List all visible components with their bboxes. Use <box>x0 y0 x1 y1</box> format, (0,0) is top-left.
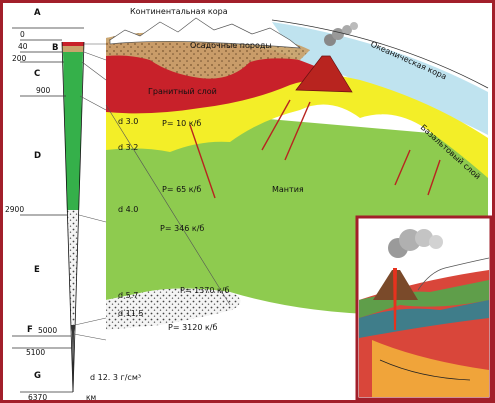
pressure-label: P= 10 к/б <box>162 119 201 128</box>
zone-letter: G <box>34 371 41 381</box>
sedimentary-label: Осадочные породы <box>190 41 272 50</box>
depth-value: 40 <box>18 42 28 51</box>
density-label: d 3.2 <box>118 143 138 152</box>
continental-crust-label: Континентальная кора <box>130 7 228 16</box>
depth-value: 5000 <box>38 326 57 335</box>
zone-letter: B <box>52 43 58 53</box>
zone-letter: A <box>34 8 41 18</box>
zone-letter: D <box>34 151 41 161</box>
pressure-label: P= 1370 к/б <box>180 286 230 295</box>
pressure-label: P= 3120 к/б <box>168 323 218 332</box>
zone-letter: C <box>34 69 40 79</box>
volcano-cross-section-icon <box>357 217 491 399</box>
depth-value: 6370 <box>28 393 47 402</box>
depth-value: 2900 <box>5 205 24 214</box>
depth-value: 5100 <box>26 348 45 357</box>
density-label: d 11.5 <box>118 309 143 318</box>
depth-value: 900 <box>36 86 51 95</box>
pressure-label: P= 346 к/б <box>160 224 204 233</box>
depth-value: 0 <box>20 30 25 39</box>
mantle-label: Мантия <box>272 185 304 194</box>
density-label: d 3.0 <box>118 117 138 126</box>
density-label: d 4.0 <box>118 205 138 214</box>
depth-value: 200 <box>12 54 27 63</box>
density-label: d 12. 3 г/см³ <box>90 373 141 382</box>
depth-unit: км <box>86 393 96 402</box>
density-label: d 5.7 <box>118 291 138 300</box>
zone-letter: E <box>34 265 40 275</box>
zone-letter: F <box>27 325 33 335</box>
granite-label: Гранитный слой <box>148 87 217 96</box>
pressure-label: P= 65 к/б <box>162 185 201 194</box>
